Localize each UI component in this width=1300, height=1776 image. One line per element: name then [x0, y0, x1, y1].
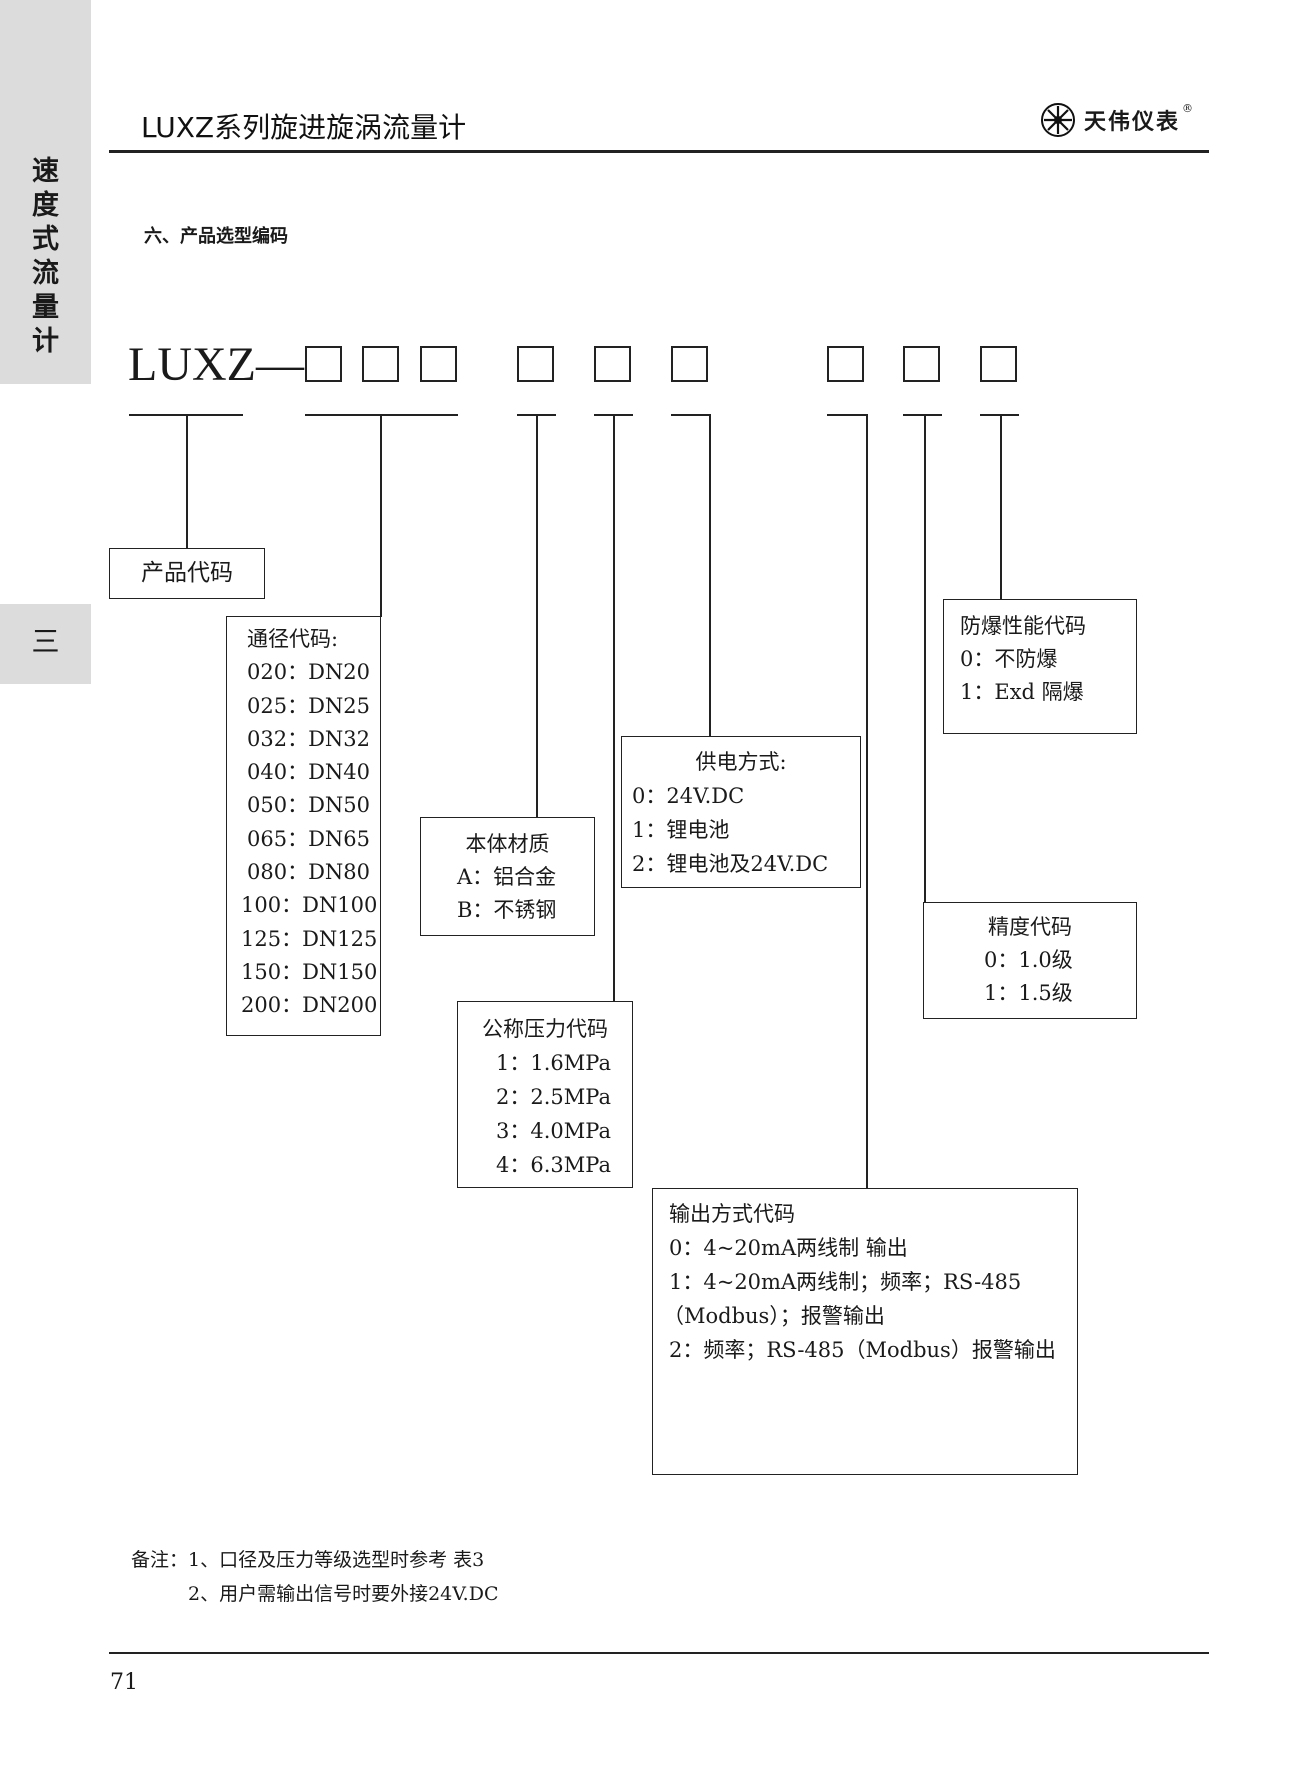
page-header-title: LUXZ系列旋进旋涡流量计 — [141, 111, 467, 144]
connector-accuracy — [924, 414, 926, 902]
star-wheel-icon — [1041, 103, 1075, 137]
pressure-item: 1：1.6MPa — [496, 1051, 611, 1075]
output-item: 2：频率；RS-485（Modbus）报警输出 — [669, 1338, 1056, 1362]
connector-diameter — [380, 414, 382, 617]
brand-name: 天伟仪表 — [1084, 109, 1181, 135]
connector-output — [866, 414, 868, 1188]
side-tab-chapter — [0, 604, 91, 684]
power-supply-box: 供电方式: 0：24V.DC 1：锂电池 2：锂电池及24V.DC — [621, 736, 861, 888]
side-char: 流 — [32, 258, 59, 289]
material-item: B：不锈钢 — [457, 898, 557, 922]
connector-product — [186, 414, 188, 549]
registered-mark: ® — [1182, 102, 1194, 115]
diameter-item: 125：DN125 — [241, 926, 378, 951]
code-slot-3 — [420, 346, 457, 382]
diameter-item: 040：DN40 — [247, 760, 371, 785]
header-rule — [109, 150, 1209, 153]
output-title: 输出方式代码 — [669, 1202, 795, 1226]
pressure-title: 公称压力代码 — [482, 1017, 608, 1041]
side-char: 量 — [32, 292, 59, 323]
code-slot-4 — [517, 346, 554, 382]
underline-diameter — [305, 414, 458, 416]
power-item: 2：锂电池及24V.DC — [632, 852, 829, 876]
product-code-box: 产品代码 — [109, 548, 265, 599]
power-title: 供电方式: — [695, 750, 787, 774]
accuracy-item: 1：1.5级 — [984, 981, 1073, 1005]
diameter-item: 065：DN65 — [247, 826, 371, 851]
side-char: 计 — [32, 326, 59, 357]
code-slot-7 — [827, 346, 864, 382]
code-slot-6 — [671, 346, 708, 382]
accuracy-title: 精度代码 — [988, 915, 1072, 939]
side-char: 度 — [32, 190, 59, 221]
power-item: 0：24V.DC — [632, 784, 745, 808]
underline-explosion — [980, 414, 1019, 416]
side-char: 速 — [32, 156, 59, 187]
model-prefix: LUXZ— — [128, 338, 304, 391]
connector-power — [709, 414, 711, 736]
explosion-title: 防爆性能代码 — [960, 614, 1086, 638]
material-box: 本体材质 A：铝合金 B：不锈钢 — [420, 817, 595, 936]
diameter-item: 080：DN80 — [247, 860, 371, 885]
side-category-label: 速 度 式 流 量 计 — [0, 155, 91, 359]
page-number: 71 — [110, 1670, 138, 1695]
remarks: 备注：1、口径及压力等级选型时参考 表3 2、用户需输出信号时要外接24V.DC — [131, 1543, 498, 1611]
explosion-item: 0：不防爆 — [960, 647, 1058, 671]
accuracy-item: 0：1.0级 — [984, 948, 1073, 972]
connector-explosion — [1000, 414, 1002, 600]
diameter-item: 200：DN200 — [241, 993, 378, 1018]
connector-pressure — [613, 414, 615, 1001]
underline-output — [827, 414, 866, 416]
side-chapter-label: 三 — [31, 625, 60, 658]
output-item: （Modbus）；报警输出 — [663, 1304, 885, 1328]
diameter-item: 020：DN20 — [247, 660, 371, 685]
output-mode-box: 输出方式代码 0：4~20mA两线制 输出 1：4~20mA两线制；频率；RS-… — [652, 1188, 1078, 1475]
code-slot-1 — [305, 346, 342, 382]
section-heading: 六、产品选型编码 — [144, 226, 288, 247]
code-slot-2 — [362, 346, 399, 382]
material-title: 本体材质 — [465, 832, 550, 856]
pressure-item: 2：2.5MPa — [496, 1085, 611, 1109]
remark-line: 2、用户需输出信号时要外接24V.DC — [131, 1583, 499, 1605]
explosion-proof-box: 防爆性能代码 0：不防爆 1：Exd 隔爆 — [943, 599, 1137, 734]
explosion-item: 1：Exd 隔爆 — [960, 680, 1084, 704]
brand-logo: 天伟仪表 ® — [1040, 102, 1193, 138]
accuracy-code-box: 精度代码 0：1.0级 1：1.5级 — [923, 902, 1137, 1019]
product-code-title: 产品代码 — [141, 560, 233, 586]
footer-rule — [109, 1652, 1209, 1654]
diameter-item: 025：DN25 — [247, 693, 371, 718]
remark-line: 备注：1、口径及压力等级选型时参考 表3 — [131, 1549, 485, 1571]
code-slot-5 — [594, 346, 631, 382]
connector-material — [536, 414, 538, 817]
pressure-item: 3：4.0MPa — [496, 1119, 611, 1143]
code-slot-8 — [903, 346, 940, 382]
pressure-code-box: 公称压力代码 1：1.6MPa 2：2.5MPa 3：4.0MPa 4：6.3M… — [457, 1001, 633, 1188]
diameter-item: 050：DN50 — [247, 793, 371, 818]
code-slot-9 — [980, 346, 1017, 382]
underline-accuracy — [903, 414, 942, 416]
diameter-code-box: 通径代码: 020：DN20 025：DN25 032：DN32 040：DN4… — [226, 616, 381, 1036]
output-item: 0：4~20mA两线制 输出 — [669, 1236, 908, 1260]
pressure-item: 4：6.3MPa — [496, 1153, 611, 1177]
diameter-item: 032：DN32 — [247, 726, 371, 751]
underline-power — [671, 414, 710, 416]
diameter-title: 通径代码: — [247, 627, 339, 651]
output-item: 1：4~20mA两线制；频率；RS-485 — [669, 1270, 1022, 1294]
side-char: 式 — [32, 224, 59, 255]
side-tab-category — [0, 0, 91, 384]
power-item: 1：锂电池 — [632, 818, 730, 842]
diameter-item: 100：DN100 — [241, 893, 378, 918]
diameter-item: 150：DN150 — [241, 959, 378, 984]
material-item: A：铝合金 — [457, 865, 557, 889]
